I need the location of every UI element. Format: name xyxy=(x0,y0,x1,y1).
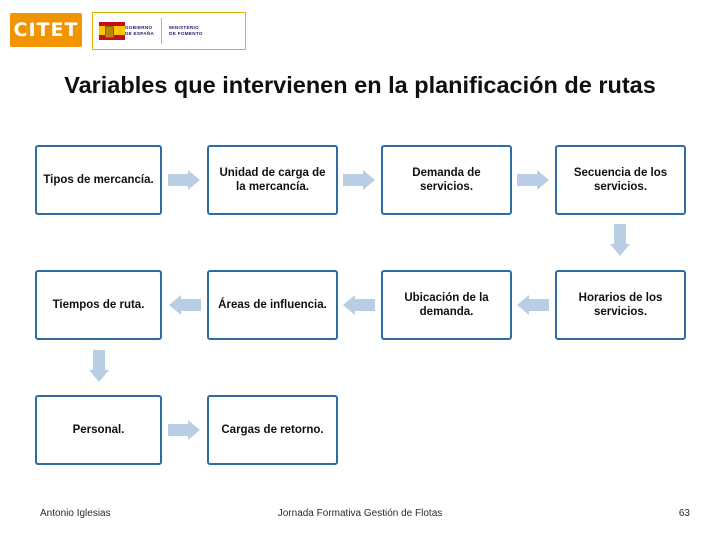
diagram-box-demanda-de-servicios: Demanda de servicios. xyxy=(381,145,512,215)
footer-course: Jornada Formativa Gestión de Flotas xyxy=(277,508,443,519)
diagram-box-label: Tipos de mercancía. xyxy=(43,174,154,186)
diagram-box-ubicacion-de-la-demanda: Ubicación de la demanda. xyxy=(381,270,512,340)
diagram-arrow-left-1 xyxy=(517,295,549,315)
diagram-box-label: Unidad de carga de la mercancía. xyxy=(219,167,326,193)
diagram-box-label: Demanda de servicios. xyxy=(412,167,481,193)
citet-logo-background xyxy=(10,13,82,47)
diagram-box-label: Cargas de retorno. xyxy=(221,424,324,436)
ministerio-line2: DE FOMENTO xyxy=(169,31,203,36)
diagram-arrow-down-2 xyxy=(89,350,109,382)
spain-flag-icon xyxy=(99,22,125,40)
diagram-arrow-right-4 xyxy=(168,420,200,440)
citet-logo-text: CITET xyxy=(13,19,79,41)
ministerio-line1: MINISTERIO xyxy=(169,25,199,30)
diagram-arrow-right-3 xyxy=(517,170,549,190)
diagram-arrow-right-1 xyxy=(168,170,200,190)
diagram-box-personal: Personal. xyxy=(35,395,162,465)
ministerio-label: MINISTERIO DE FOMENTO xyxy=(169,25,203,37)
gobierno-line2: DE ESPAÑA xyxy=(125,31,155,36)
diagram-box-secuencia-de-los-servicios: Secuencia de los servicios. xyxy=(555,145,686,215)
diagram-arrow-down-1 xyxy=(610,224,630,256)
footer-author: Antonio Iglesias xyxy=(40,508,111,519)
diagram-arrow-left-3 xyxy=(169,295,201,315)
footer-page-number: 63 xyxy=(678,508,690,519)
spain-coat-of-arms-icon xyxy=(105,26,114,38)
diagram-box-label: Áreas de influencia. xyxy=(218,299,327,311)
diagram-box-label: Tiempos de ruta. xyxy=(52,299,145,311)
page-title: Variables que intervienen en la planific… xyxy=(64,72,656,98)
diagram-arrow-right-2 xyxy=(343,170,375,190)
diagram-box-label: Horarios de los servicios. xyxy=(578,292,663,318)
diagram-box-unidad-de-carga: Unidad de carga de la mercancía. xyxy=(207,145,338,215)
slide-header: CITET GOBIERNO DE ESPAÑA MINISTERIO DE F… xyxy=(0,0,720,60)
diagram-box-cargas-de-retorno: Cargas de retorno. xyxy=(207,395,338,465)
diagram-box-label: Ubicación de la demanda. xyxy=(404,292,489,318)
diagram-box-tiempos-de-ruta: Tiempos de ruta. xyxy=(35,270,162,340)
citet-logo: CITET xyxy=(10,13,82,47)
logo-divider xyxy=(161,18,163,44)
diagram-box-label: Personal. xyxy=(72,424,125,436)
gobierno-label: GOBIERNO DE ESPAÑA xyxy=(125,25,154,37)
gobierno-de-espana-logo: GOBIERNO DE ESPAÑA MINISTERIO DE FOMENTO xyxy=(92,12,246,50)
diagram-arrow-left-2 xyxy=(343,295,375,315)
diagram-box-tipos-de-mercancia: Tipos de mercancía. xyxy=(35,145,162,215)
diagram-box-label: Secuencia de los servicios. xyxy=(573,167,668,193)
diagram-box-horarios-de-los-servicios: Horarios de los servicios. xyxy=(555,270,686,340)
diagram-box-areas-de-influencia: Áreas de influencia. xyxy=(207,270,338,340)
gobierno-line1: GOBIERNO xyxy=(125,25,153,30)
